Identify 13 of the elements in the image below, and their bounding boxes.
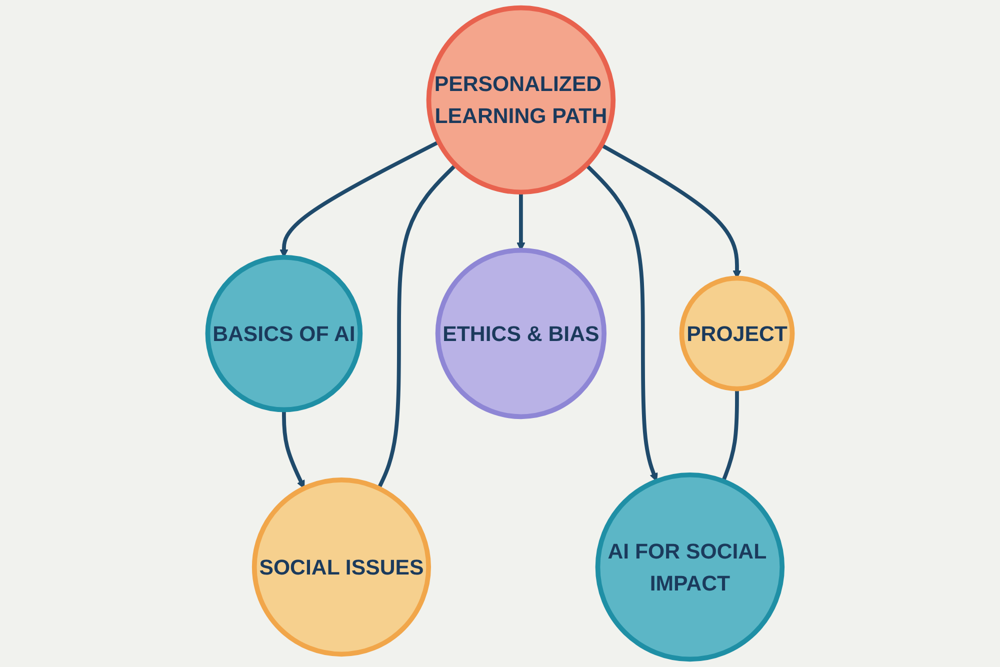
arrow bbox=[600, 143, 742, 279]
connector bbox=[721, 388, 739, 482]
node-circle: SOCIAL ISSUES bbox=[252, 478, 431, 657]
node-circle: BASICS OF AI bbox=[205, 254, 363, 412]
arrow bbox=[280, 140, 440, 258]
node-circle: AI FOR SOCIAL IMPACT bbox=[595, 472, 785, 662]
node-circle: PROJECT bbox=[679, 276, 795, 392]
node-circle: ETHICS & BIAS bbox=[435, 248, 607, 420]
arrow bbox=[516, 192, 526, 251]
node-circle: PERSONALIZED LEARNING PATH bbox=[426, 5, 616, 195]
arrow bbox=[282, 410, 305, 489]
arrow bbox=[584, 164, 658, 482]
connector bbox=[377, 164, 457, 490]
